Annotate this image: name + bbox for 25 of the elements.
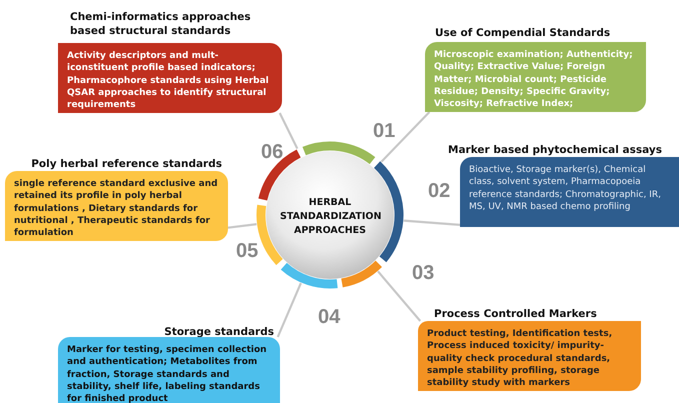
description-card: Microscopic examination; Authenticity; Quality; Extractive Value; Foreign Matter; Microbial count; Pesticide Residue; Density; Specific Gravity; Viscosity; Refractive Index; <box>425 42 646 112</box>
step-number: 04 <box>318 306 340 329</box>
section-heading: Marker based phytochemical assays <box>448 143 663 157</box>
connector-line <box>377 270 422 322</box>
step-number: 06 <box>261 141 284 164</box>
connector-line <box>380 111 430 163</box>
step-number: 05 <box>236 240 258 263</box>
connector-line <box>228 223 257 229</box>
description-card: Marker for testing, specimen collection and authentication; Metabolites from fraction, Storage standards and stability, shelf life, labeling standards for finished product <box>58 337 280 403</box>
connector-line <box>276 282 302 338</box>
step-number: 01 <box>373 120 396 143</box>
description-card: Bioactive, Storage marker(s), Chemical class, solvent system, Pharmacopoeia reference standards; Chromatographic, IR, MS, UV, NMR based chemo profiling <box>460 157 679 227</box>
section-heading: Chemi-informatics approaches based structural standards <box>70 10 252 38</box>
section-heading: Storage standards <box>163 325 274 339</box>
step-number: 02 <box>428 180 450 203</box>
connector-line <box>278 112 298 150</box>
description-card: Product testing, Identification tests, Process induced toxicity/ impurity- quality check procedural standards, sample stability profiling, storage stability study with markers <box>418 321 641 391</box>
connector-line <box>404 220 460 226</box>
description-card: single reference standard exclusive and retained its profile in poly herbal formulations , Dietary standards for nutritional , Therapeutic standards for formulation <box>5 171 228 241</box>
description-card: Activity descriptors and mult-iconstituent profile based indicators; Pharmacophore standards using Herbal QSAR approaches to identify structural requirements <box>58 43 282 113</box>
step-number: 03 <box>412 262 434 285</box>
center-title: HERBAL STANDARDIZATION APPROACHES <box>280 196 380 238</box>
section-heading: Process Controlled Markers <box>434 307 598 321</box>
section-heading: Use of Compendial Standards <box>435 26 612 40</box>
section-heading: Poly herbal reference standards <box>30 157 222 171</box>
